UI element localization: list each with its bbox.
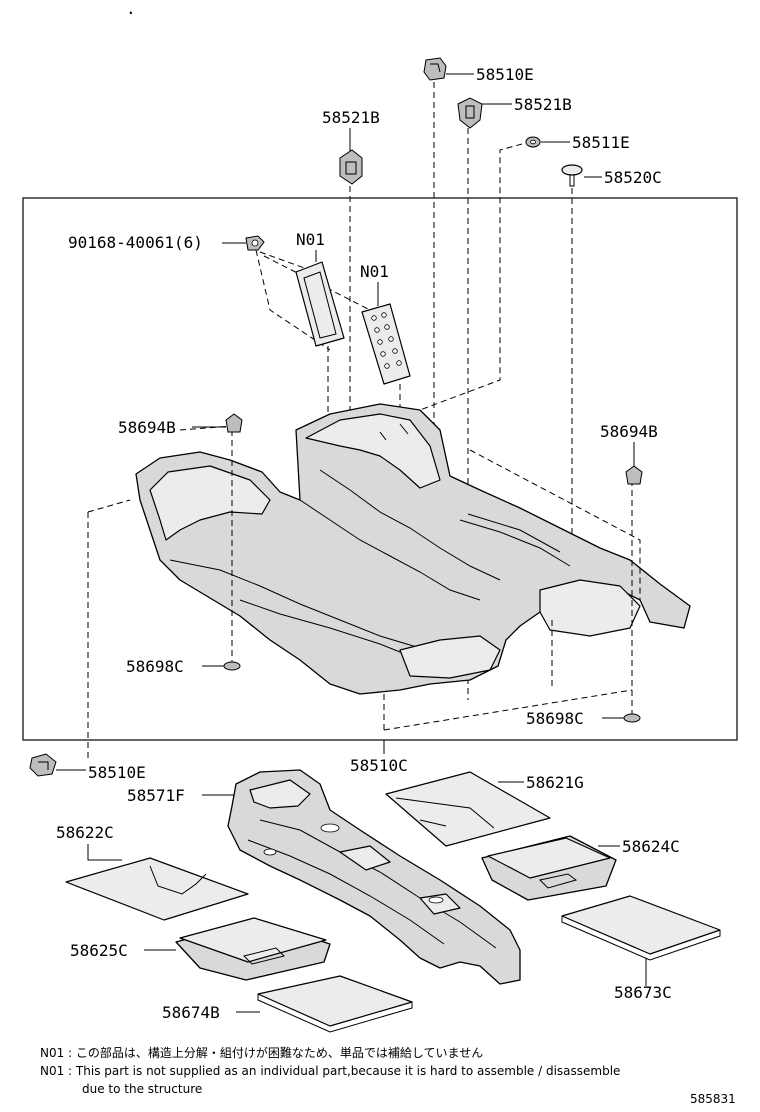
label-58510e-bottom: 58510E (88, 763, 146, 782)
mat-58625c (175, 917, 331, 981)
stray-mark: . (126, 0, 136, 18)
heel-plate-n01-b (361, 303, 411, 385)
note-english-line2: due to the structure (82, 1082, 202, 1096)
label-58510e-top: 58510E (476, 65, 534, 84)
clip-58510e-top (423, 57, 447, 81)
label-58673c: 58673C (614, 983, 672, 1002)
label-58698c-left: 58698C (126, 657, 184, 676)
note-english-line1: N01 : This part is not supplied as an in… (40, 1064, 620, 1078)
clip-58694b-right (625, 465, 643, 485)
label-58521b-left: 58521B (322, 108, 380, 127)
pin-58520c (561, 164, 583, 187)
label-58622c: 58622C (56, 823, 114, 842)
clip-58521b-left (339, 149, 363, 185)
clip-58694b-left (225, 413, 243, 433)
heel-plate-n01-a (295, 261, 345, 347)
label-58521b-right: 58521B (514, 95, 572, 114)
mat-58621g (385, 771, 551, 847)
note-japanese: N01 : この部品は、構造上分解・組付けが困難なため、単品では補給していません (40, 1045, 483, 1060)
label-58694b-right: 58694B (600, 422, 658, 441)
label-58621g: 58621G (526, 773, 584, 792)
label-n01-a: N01 (296, 230, 325, 249)
label-58625c: 58625C (70, 941, 128, 960)
clip-58510e-bottom (29, 753, 57, 777)
washer-58511e (525, 136, 541, 148)
figure-id: 585831 (690, 1092, 736, 1106)
label-58511e: 58511E (572, 133, 630, 152)
mat-58673c (561, 895, 721, 961)
mat-58674b (257, 975, 413, 1033)
floor-carpet-58510c (135, 403, 691, 695)
label-58510c: 58510C (350, 756, 408, 775)
mat-58622c (65, 857, 249, 921)
bolt-90168 (245, 235, 265, 251)
assembly-frame (22, 197, 738, 741)
label-58698c-right: 58698C (526, 709, 584, 728)
label-58571f: 58571F (127, 786, 185, 805)
mat-58624c (481, 835, 617, 901)
label-58694b-left: 58694B (118, 418, 176, 437)
label-58520c: 58520C (604, 168, 662, 187)
label-n01-b: N01 (360, 262, 389, 281)
tunnel-insulator-58571f (227, 769, 521, 985)
label-58624c: 58624C (622, 837, 680, 856)
label-58674b: 58674B (162, 1003, 220, 1022)
clip-58521b-right (457, 97, 483, 129)
label-90168-40061: 90168-40061(6) (68, 233, 203, 252)
grommet-58698c-right (623, 713, 641, 723)
grommet-58698c-left (223, 661, 241, 671)
